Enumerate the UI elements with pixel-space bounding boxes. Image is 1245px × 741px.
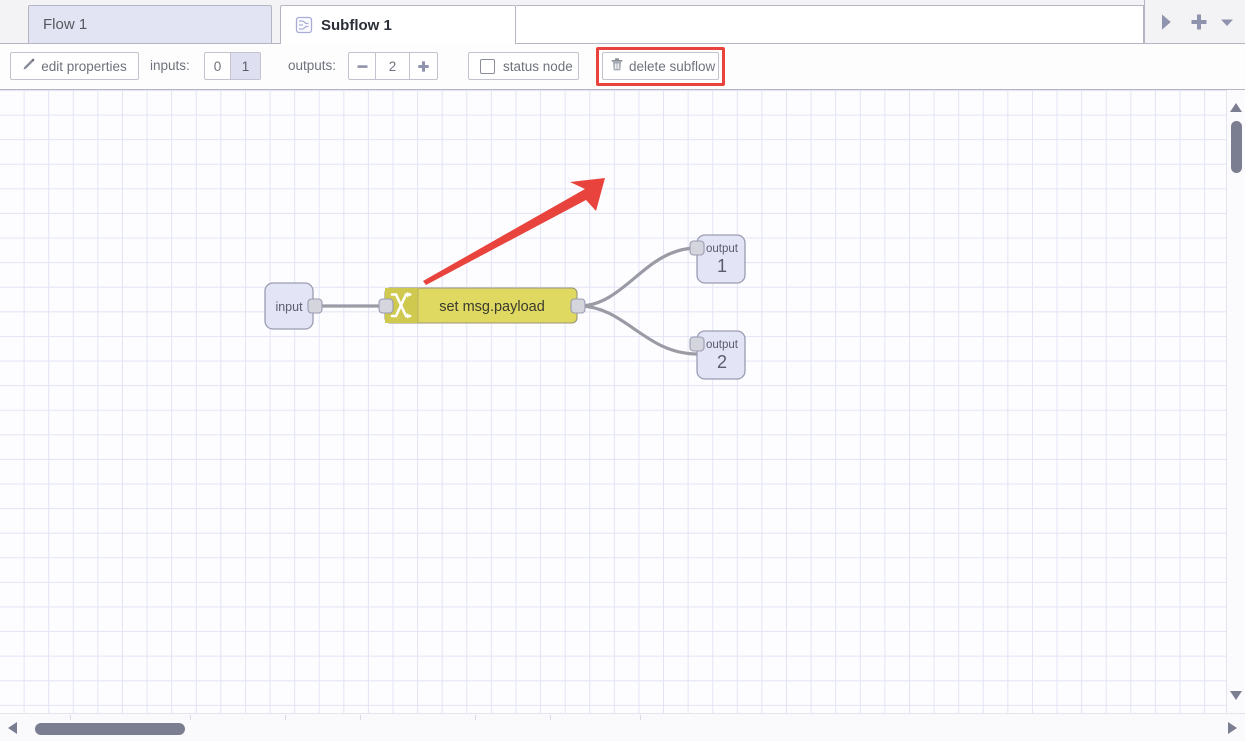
horizontal-scrollbar[interactable] <box>0 713 1245 741</box>
outputs-increment-button[interactable] <box>409 52 438 80</box>
subflow-canvas[interactable]: input set msg.payload output 1 <box>0 90 1226 713</box>
plus-icon <box>418 60 429 72</box>
inputs-option-1[interactable]: 1 <box>230 52 261 80</box>
inputs-option-0[interactable]: 0 <box>204 52 231 80</box>
flow-graph: input set msg.payload output 1 <box>264 178 746 380</box>
link-change-to-output2[interactable] <box>577 304 699 356</box>
add-flow-icon[interactable] <box>1189 12 1209 32</box>
scroll-tick <box>190 715 191 720</box>
status-node-toggle[interactable]: status node <box>468 52 579 80</box>
trash-icon <box>611 58 623 74</box>
active-tab-underlap <box>281 42 515 45</box>
output-node-index: 2 <box>717 352 727 372</box>
tab-bar-filler <box>516 5 1144 43</box>
delete-subflow-button[interactable]: delete subflow <box>602 52 719 80</box>
scroll-right-arrow-icon[interactable] <box>1228 722 1237 734</box>
output-node-index: 1 <box>717 256 727 276</box>
link-change-to-output1[interactable] <box>577 246 699 308</box>
output-node-1-input-port[interactable] <box>689 240 705 256</box>
canvas-grid <box>0 90 1226 713</box>
input-node-label: input <box>275 300 303 314</box>
change-node-output-port[interactable] <box>570 298 586 314</box>
edit-properties-label: edit properties <box>41 58 127 74</box>
scroll-left-arrow-icon[interactable] <box>8 722 17 734</box>
minus-icon <box>357 64 367 68</box>
scroll-tick <box>285 715 286 720</box>
scroll-tabs-right-icon[interactable] <box>1156 12 1176 32</box>
input-node-output-port[interactable] <box>307 298 323 314</box>
edit-properties-button[interactable]: edit properties <box>10 52 139 80</box>
flow-menu-chevron-down-icon[interactable] <box>1217 12 1237 32</box>
scroll-tick <box>640 715 641 720</box>
subflow-icon <box>295 16 313 34</box>
change-node-label: set msg.payload <box>439 299 545 315</box>
output-node-2-input-port[interactable] <box>689 336 705 352</box>
subflow-output-node-2[interactable]: output 2 <box>689 330 746 380</box>
tab-subflow-1[interactable]: Subflow 1 <box>280 5 516 44</box>
output-node-label: output <box>706 339 739 351</box>
outputs-count-value: 2 <box>375 52 410 80</box>
tab-label: Subflow 1 <box>321 16 392 34</box>
scroll-tick <box>475 715 476 720</box>
outputs-label: outputs: <box>288 58 337 73</box>
scroll-tick <box>70 715 71 720</box>
output-node-label: output <box>706 243 739 255</box>
flow-links <box>311 246 699 356</box>
status-node-label: status node <box>503 58 573 74</box>
status-node-checkbox[interactable] <box>480 58 495 74</box>
scroll-up-arrow-icon[interactable] <box>1230 103 1242 112</box>
subflow-output-node-1[interactable]: output 1 <box>689 234 746 284</box>
vertical-scrollbar-thumb[interactable] <box>1231 121 1242 173</box>
tab-flow-1[interactable]: Flow 1 <box>28 5 272 43</box>
pencil-icon <box>22 58 35 74</box>
scroll-tick <box>550 715 551 720</box>
horizontal-scrollbar-thumb[interactable] <box>35 722 185 735</box>
tab-label: Flow 1 <box>43 16 88 33</box>
tab-actions-group <box>1144 0 1245 43</box>
scroll-tick <box>360 715 361 720</box>
delete-subflow-label: delete subflow <box>629 58 716 74</box>
change-node[interactable]: set msg.payload <box>378 287 586 324</box>
vertical-scrollbar[interactable] <box>1226 90 1245 713</box>
scroll-down-arrow-icon[interactable] <box>1230 691 1242 700</box>
inputs-label: inputs: <box>150 58 190 73</box>
change-node-input-port[interactable] <box>378 298 394 314</box>
shuffle-icon <box>390 292 412 319</box>
red-arrow-annotation <box>423 178 605 285</box>
flow-tab-bar: Flow 1 Subflow 1 <box>0 0 1245 45</box>
outputs-decrement-button[interactable] <box>348 52 376 80</box>
subflow-input-node[interactable]: input <box>264 282 323 330</box>
